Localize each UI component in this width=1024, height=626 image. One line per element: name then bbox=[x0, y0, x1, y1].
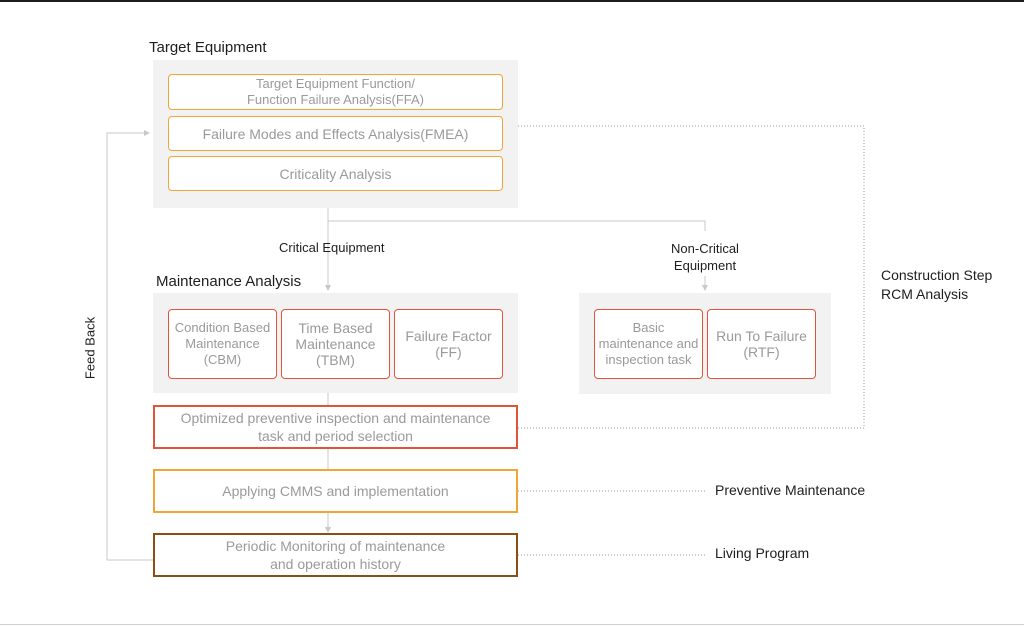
bottom-rule bbox=[0, 624, 1024, 625]
optimized-task-box: Optimized preventive inspection and main… bbox=[153, 405, 518, 449]
cbm-box: Condition Based Maintenance (CBM) bbox=[168, 309, 277, 379]
fmea-box: Failure Modes and Effects Analysis(FMEA) bbox=[168, 116, 503, 151]
cmms-box: Applying CMMS and implementation bbox=[153, 469, 518, 513]
tbm-box: Time Based Maintenance (TBM) bbox=[281, 309, 390, 379]
maintenance-analysis-heading: Maintenance Analysis bbox=[156, 273, 302, 290]
critical-equipment-label: Critical Equipment bbox=[279, 240, 385, 255]
construction-step-label: Construction Step RCM Analysis bbox=[881, 267, 993, 302]
feedback-label: Feed Back bbox=[82, 316, 98, 380]
non-critical-equipment-label: Non-Critical Equipment bbox=[671, 241, 739, 273]
ff-box: Failure Factor (FF) bbox=[394, 309, 503, 379]
criticality-box: Criticality Analysis bbox=[168, 156, 503, 191]
basic-maintenance-box: Basic maintenance and inspection task bbox=[594, 309, 703, 379]
target-equipment-heading: Target Equipment bbox=[149, 39, 267, 56]
living-program-label: Living Program bbox=[715, 545, 810, 561]
preventive-maintenance-label: Preventive Maintenance bbox=[715, 482, 866, 498]
ffa-box: Target Equipment Function/ Function Fail… bbox=[168, 74, 503, 110]
monitoring-box: Periodic Monitoring of maintenance and o… bbox=[153, 533, 518, 577]
rtf-box: Run To Failure (RTF) bbox=[707, 309, 816, 379]
top-rule bbox=[0, 0, 1024, 2]
